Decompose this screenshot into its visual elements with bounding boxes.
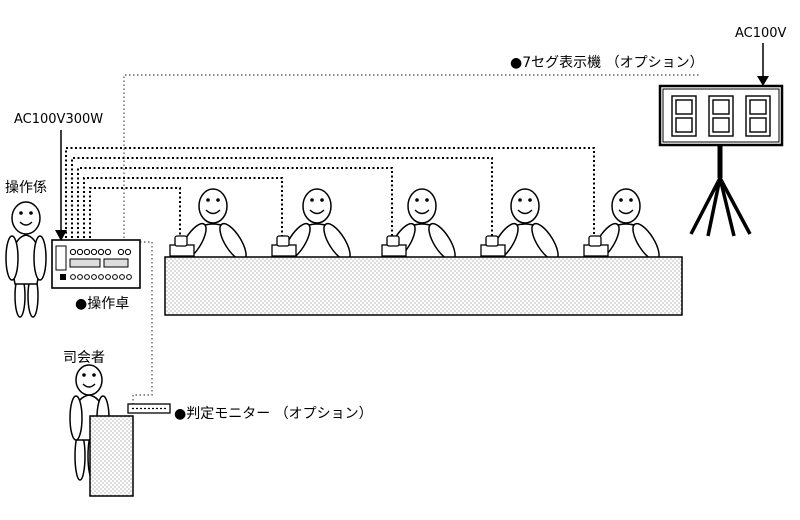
ac-console-label: AC100V300W xyxy=(14,112,103,127)
button-cable-3 xyxy=(77,167,393,238)
button-cable-2 xyxy=(83,177,283,238)
answer-button-5 xyxy=(583,235,609,257)
judge-monitor-label: ●判定モニター （オプション） xyxy=(174,406,373,422)
button-cable-1 xyxy=(89,187,181,238)
digit-1 xyxy=(671,95,697,137)
ac-display-label: AC100V xyxy=(735,26,787,41)
digit-2 xyxy=(708,95,734,137)
digit-3 xyxy=(745,95,771,137)
operator-console xyxy=(51,239,141,289)
button-cables xyxy=(65,147,595,238)
ac-display-arrow xyxy=(757,43,769,86)
ac-console-arrow xyxy=(55,130,67,241)
answer-button-1 xyxy=(169,235,195,257)
button-cable-4 xyxy=(71,157,493,238)
seven-segment-digits xyxy=(671,95,771,137)
contestant-table xyxy=(164,256,683,316)
host-label: 司会者 xyxy=(63,350,105,366)
button-cable-5 xyxy=(65,147,595,238)
answer-button-4 xyxy=(480,235,506,257)
seven-segment-display xyxy=(658,84,784,237)
contestant-figure-3 xyxy=(388,188,456,262)
answer-button-2 xyxy=(271,235,297,257)
host-podium xyxy=(89,415,134,497)
operator-label: 操作係 xyxy=(5,180,47,196)
answer-button-3 xyxy=(381,235,407,257)
judge-monitor xyxy=(127,403,171,414)
console-label: ●操作卓 xyxy=(75,296,129,312)
operator-figure xyxy=(5,201,47,318)
seven-segment-label: ●7セグ表示機 （オプション） xyxy=(510,55,704,71)
